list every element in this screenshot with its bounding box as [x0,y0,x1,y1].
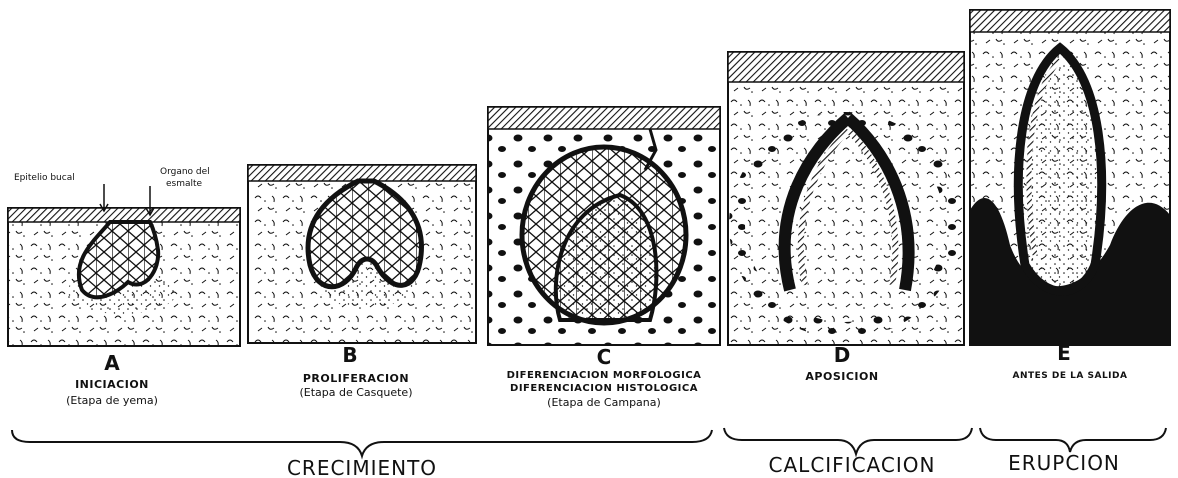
stage-title-a: INICIACION [75,378,149,391]
brace-erupcion [980,428,1166,452]
stage-letter-e: E [1057,341,1071,365]
stage-title-b: PROLIFERACION [303,372,409,385]
label-epitelio-bucal: Epitelio bucal [14,173,75,183]
panel-c [488,107,720,345]
stage-letter-c: C [597,345,612,369]
stage-letter-b: B [342,343,357,367]
panel-a: Epitelio bucal Organo del esmalte [8,167,240,346]
label-organo-line2: esmalte [166,179,203,189]
stage-title-e: ANTES DE LA SALIDA [1013,371,1128,381]
stage-subtitle-a: (Etapa de yema) [66,394,158,407]
panel-d-epithelium [728,52,964,82]
label-organo-line1: Organo del [160,167,210,177]
stage-letter-d: D [834,343,851,367]
panel-e [970,10,1170,345]
stage-letter-a: A [104,351,120,375]
stage-title-c-line2: DIFERENCIACION HISTOLOGICA [510,383,698,394]
phase-calcificacion: CALCIFICACION [769,453,936,477]
stage-title-d: APOSICION [805,370,878,383]
panel-b [248,165,476,343]
brace-crecimiento [12,430,712,456]
phase-erupcion: ERUPCION [1008,451,1120,475]
panel-c-epithelium [488,107,720,129]
stage-title-c-line1: DIFERENCIACION MORFOLOGICA [507,370,702,381]
stage-subtitle-c: (Etapa de Campana) [547,396,661,409]
brace-calcificacion [724,428,972,454]
panel-d [728,52,964,345]
stage-subtitle-b: (Etapa de Casquete) [299,386,412,399]
panel-a-epithelium [8,208,240,222]
phase-crecimiento: CRECIMIENTO [287,456,437,478]
panel-e-epithelium [970,10,1170,32]
